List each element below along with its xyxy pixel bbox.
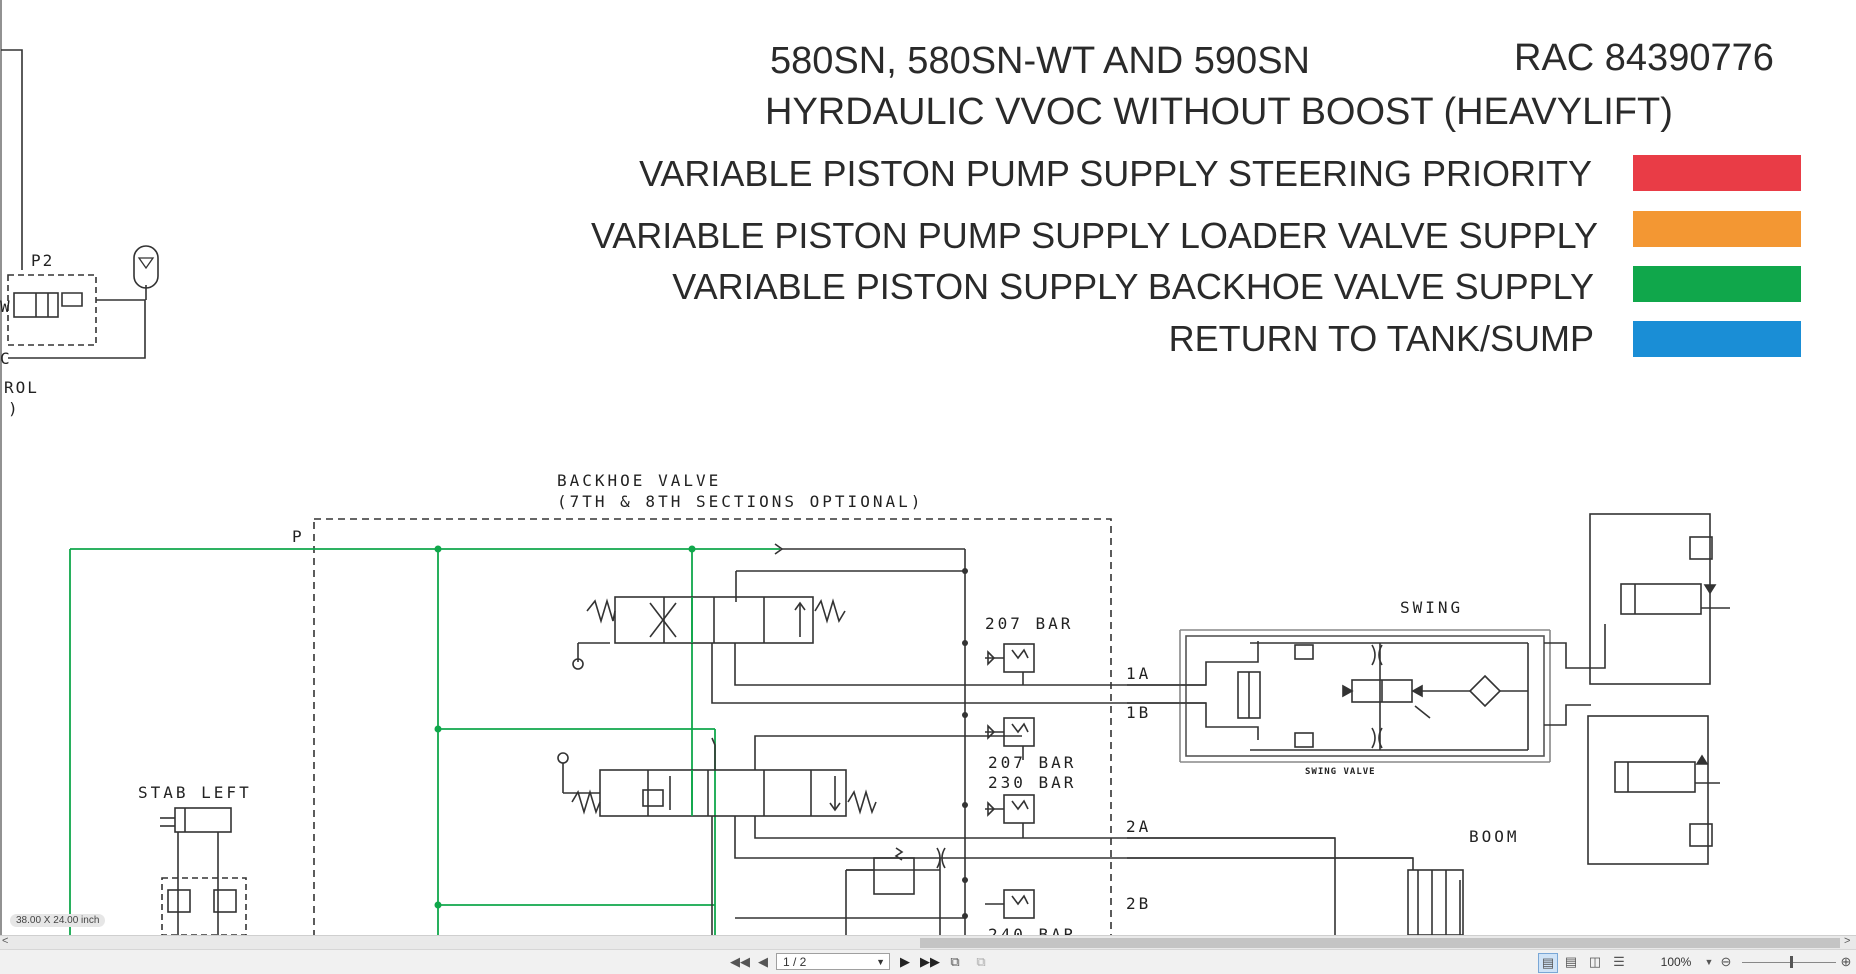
port-1a-label: 1A	[1126, 664, 1152, 683]
last-page-icon[interactable]: ▶▶	[920, 954, 940, 969]
two-page-continuous-icon[interactable]: ☰	[1613, 954, 1625, 969]
continuous-view-icon[interactable]: ▤	[1564, 954, 1578, 969]
legend-label-return: RETURN TO TANK/SUMP	[1168, 318, 1594, 359]
swing-valve-inner	[1185, 635, 1545, 757]
port-1a-line	[734, 641, 1259, 686]
swing-valve-internals	[1237, 642, 1529, 751]
page-number-select[interactable]: 1 / 2 ▼	[776, 953, 890, 970]
left-fragment-c: C	[0, 349, 12, 368]
relief-valve-2	[985, 717, 1035, 747]
port-1b-line	[711, 643, 1259, 740]
legend-label-loader: VARIABLE PISTON PUMP SUPPLY LOADER VALVE…	[590, 215, 1598, 256]
scroll-right-icon[interactable]: >	[1844, 935, 1851, 947]
boom-block	[1407, 869, 1464, 935]
left-fragment-rol: ROL	[4, 378, 39, 397]
port-2a-label: 2A	[1126, 817, 1152, 836]
legend-label-steering: VARIABLE PISTON PUMP SUPPLY STEERING PRI…	[639, 153, 1592, 194]
model-title: 580SN, 580SN-WT AND 590SN	[770, 40, 1310, 82]
zoom-level[interactable]: 100%	[1660, 955, 1692, 969]
zoom-slider-handle[interactable]	[1790, 956, 1793, 968]
swing-valve-outline	[1179, 629, 1551, 763]
p2-drain-line	[8, 299, 146, 359]
legend-label-backhoe: VARIABLE PISTON SUPPLY BACKHOE VALVE SUP…	[672, 266, 1594, 307]
relief-valve-3	[985, 794, 1035, 824]
port-1b-label: 1B	[1126, 703, 1152, 722]
relief-label-3: 230 BAR	[988, 773, 1077, 792]
prev-page-icon[interactable]: ◀	[758, 954, 768, 969]
viewer-toolbar: ◀◀ ◀ 1 / 2 ▼ ▶ ▶▶ ⧉ ⧉ ▤ ▤ ◫ ☰ 100% ▼ ⊖ ⊕	[0, 949, 1856, 974]
left-fragment-w: W	[0, 297, 12, 316]
relief-label-4: 240 BAR	[988, 925, 1077, 935]
relief-label-1: 207 BAR	[985, 614, 1074, 633]
port-2b-label: 2B	[1126, 894, 1152, 913]
port-p2-label: P2	[31, 251, 55, 270]
port-p-label: P	[292, 527, 305, 546]
zoom-slider-track[interactable]	[1742, 962, 1836, 963]
fit-page-icon[interactable]: ⧉	[950, 954, 960, 969]
legend-swatch-backhoe	[1633, 266, 1801, 302]
port-2b-line	[734, 816, 1414, 870]
section-2-spool	[557, 752, 877, 817]
first-page-icon[interactable]: ◀◀	[730, 954, 750, 969]
zoom-in-icon[interactable]: ⊕	[1840, 954, 1852, 969]
zoom-out-icon[interactable]: ⊖	[1720, 954, 1732, 969]
backhoe-valve-boundary	[313, 518, 1112, 935]
stab-left-cylinder	[160, 807, 247, 935]
chevron-down-icon: ▼	[876, 957, 885, 967]
section-3-valve	[845, 847, 946, 935]
backhoe-supply-lines	[69, 548, 780, 935]
left-fragment-line	[1, 49, 23, 270]
diagram-subtitle: HYRDAULIC VVOC WITHOUT BOOST (HEAVYLIFT)	[765, 91, 1673, 133]
scroll-left-icon[interactable]: <	[2, 935, 9, 947]
backhoe-valve-title: BACKHOE VALVE	[557, 471, 722, 490]
boom-label: BOOM	[1469, 827, 1520, 846]
relief-valve-4	[985, 889, 1035, 919]
hydraulic-schematic	[0, 0, 1730, 935]
legend-swatch-steering	[1633, 155, 1801, 191]
swing-valve-label: SWING VALVE	[1305, 767, 1376, 777]
backhoe-valve-note: (7TH & 8TH SECTIONS OPTIONAL)	[557, 492, 924, 511]
p2-solenoid	[61, 292, 83, 307]
p2-valve-outline	[7, 274, 97, 346]
drawing-canvas: 580SN, 580SN-WT AND 590SN RAC 84390776 H…	[0, 0, 1801, 935]
sheet-size-badge: 38.00 X 24.00 inch	[10, 914, 106, 927]
page-indicator: 1 / 2	[783, 955, 807, 969]
horizontal-scrollbar[interactable]: < >	[0, 935, 1856, 950]
swing-out-a	[1544, 624, 1606, 669]
legend-swatch-return	[1633, 321, 1801, 357]
swing-cylinder-bottom	[1587, 715, 1720, 865]
legend-swatch-loader	[1633, 211, 1801, 247]
left-fragment-paren: )	[8, 399, 20, 418]
rotate-icon[interactable]: ⧉	[976, 954, 986, 969]
relief-valve-1	[985, 643, 1035, 673]
swing-cylinder-top	[1589, 513, 1730, 685]
doc-number: RAC 84390776	[1514, 37, 1774, 79]
port-2a-line	[754, 816, 1336, 935]
next-page-icon[interactable]: ▶	[900, 954, 910, 969]
single-page-view-icon[interactable]: ▤	[1538, 953, 1558, 973]
stab-left-label: STAB LEFT	[138, 783, 252, 802]
section-1-spool	[572, 596, 846, 670]
zoom-dropdown-icon[interactable]: ▼	[1704, 957, 1714, 967]
two-page-view-icon[interactable]: ◫	[1588, 954, 1602, 969]
swing-out-b	[1544, 704, 1591, 726]
relief-label-2: 207 BAR	[988, 753, 1077, 772]
accumulator-icon	[133, 245, 159, 289]
scrollbar-thumb[interactable]	[920, 938, 1840, 948]
swing-label: SWING	[1400, 598, 1464, 617]
